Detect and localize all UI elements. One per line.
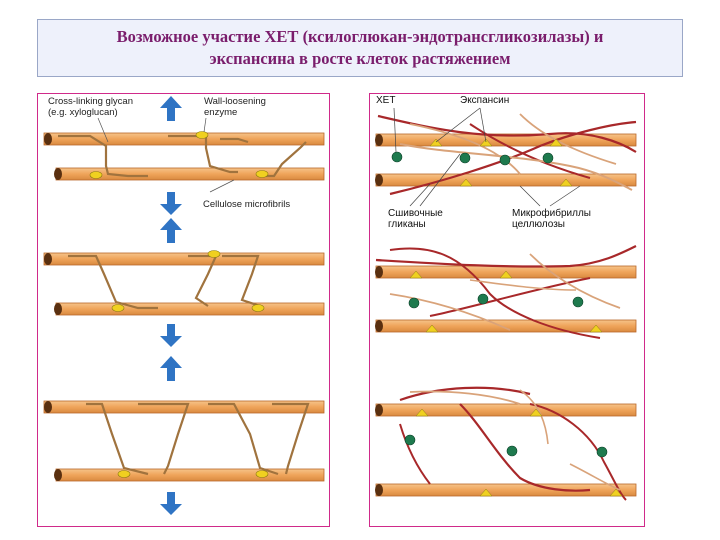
crosslinking-glycan — [86, 404, 148, 474]
label-cellulose-microfibrils-ru: Микрофибриллы целлюлозы — [512, 208, 591, 230]
label-cellulose-microfibrils: Cellulose microfibrils — [203, 199, 290, 210]
left-diagram-panel: Cross-linking glycan (e.g. xyloglucan) W… — [37, 93, 330, 527]
arrow-down-icon — [160, 324, 182, 347]
crosslinking-glycan-red — [400, 388, 530, 400]
right-diagram-panel: ХЕТ Экспансин Сшивочные гликаны Микрофиб… — [369, 93, 645, 527]
section-3-expansin — [416, 409, 622, 496]
cellulose-fibril — [376, 484, 636, 496]
cellulose-fibril — [44, 401, 324, 413]
stage-3-glycans — [86, 404, 308, 474]
fibril-end — [54, 303, 62, 315]
leader-line — [520, 186, 540, 206]
crosslinking-glycan — [138, 404, 188, 474]
arrow-up-icon — [160, 96, 182, 121]
crosslinking-glycan — [208, 404, 278, 474]
right-diagram-svg — [370, 94, 646, 528]
fibril-end — [375, 404, 383, 416]
leader-line — [550, 186, 580, 206]
crosslinking-glycan-red — [460, 404, 590, 491]
arrow-up-icon — [160, 356, 182, 381]
label-expansin: Экспансин — [460, 95, 509, 106]
crosslinking-glycan-red — [430, 278, 590, 316]
arrow-down-icon — [160, 492, 182, 515]
leader-line — [204, 118, 206, 132]
fibril-end — [44, 401, 52, 413]
xet-icon — [500, 155, 510, 165]
wall-loosening-enzyme — [118, 471, 130, 478]
xet-icon — [573, 297, 583, 307]
label-wall-loosening-enzyme: Wall-loosening enzyme — [204, 96, 266, 118]
xet-icon — [409, 298, 419, 308]
cellulose-fibril — [376, 404, 636, 416]
slide-title-box: Возможное участие ХЕТ (ксилоглюкан-эндот… — [37, 19, 683, 77]
xet-icon — [405, 435, 415, 445]
fibril-end — [375, 320, 383, 332]
left-leader-lines — [98, 118, 234, 192]
title-line-1: Возможное участие ХЕТ (ксилоглюкан-эндот… — [60, 26, 660, 48]
xet-icon — [507, 446, 517, 456]
section-3-xet — [405, 435, 607, 457]
cellulose-fibril — [44, 133, 324, 145]
wall-loosening-enzyme — [112, 305, 124, 312]
arrow-up-icon — [160, 218, 182, 243]
fibril-end — [375, 134, 383, 146]
cellulose-fibril — [56, 303, 324, 315]
xet-icon — [460, 153, 470, 163]
slide-title: Возможное участие ХЕТ (ксилоглюкан-эндот… — [60, 26, 660, 70]
wall-loosening-enzyme — [196, 132, 208, 139]
wall-loosening-enzyme — [90, 172, 102, 179]
fibril-end — [54, 469, 62, 481]
wall-loosening-enzyme — [252, 305, 264, 312]
fibril-end — [44, 253, 52, 265]
stage-1-fibrils — [44, 133, 324, 180]
xet-icon — [543, 153, 553, 163]
crosslinking-glycan — [272, 404, 308, 474]
crosslinking-glycan-tan — [520, 390, 548, 444]
label-crosslinking-glycans-ru: Сшивочные гликаны — [388, 208, 443, 230]
cellulose-fibril — [44, 253, 324, 265]
xet-icon — [478, 294, 488, 304]
left-diagram-svg — [38, 94, 331, 528]
cellulose-fibril — [56, 469, 324, 481]
xet-icon — [392, 152, 402, 162]
fibril-end — [375, 174, 383, 186]
fibril-end — [54, 168, 62, 180]
wall-loosening-enzyme — [256, 171, 268, 178]
title-line-2: экспансина в росте клеток растяжением — [60, 48, 660, 70]
crosslinking-glycan-red — [400, 424, 430, 484]
stage-2-fibrils — [44, 253, 324, 315]
wall-loosening-enzyme — [208, 251, 220, 258]
cellulose-fibril — [376, 174, 636, 186]
label-crosslinking-glycan: Cross-linking glycan (e.g. xyloglucan) — [48, 96, 133, 118]
xet-icon — [597, 447, 607, 457]
arrow-down-icon — [160, 192, 182, 215]
wall-loosening-enzyme — [256, 471, 268, 478]
fibril-end — [375, 266, 383, 278]
label-xet: ХЕТ — [376, 95, 395, 106]
fibril-end — [44, 133, 52, 145]
fibril-end — [375, 484, 383, 496]
leader-line — [210, 180, 234, 192]
